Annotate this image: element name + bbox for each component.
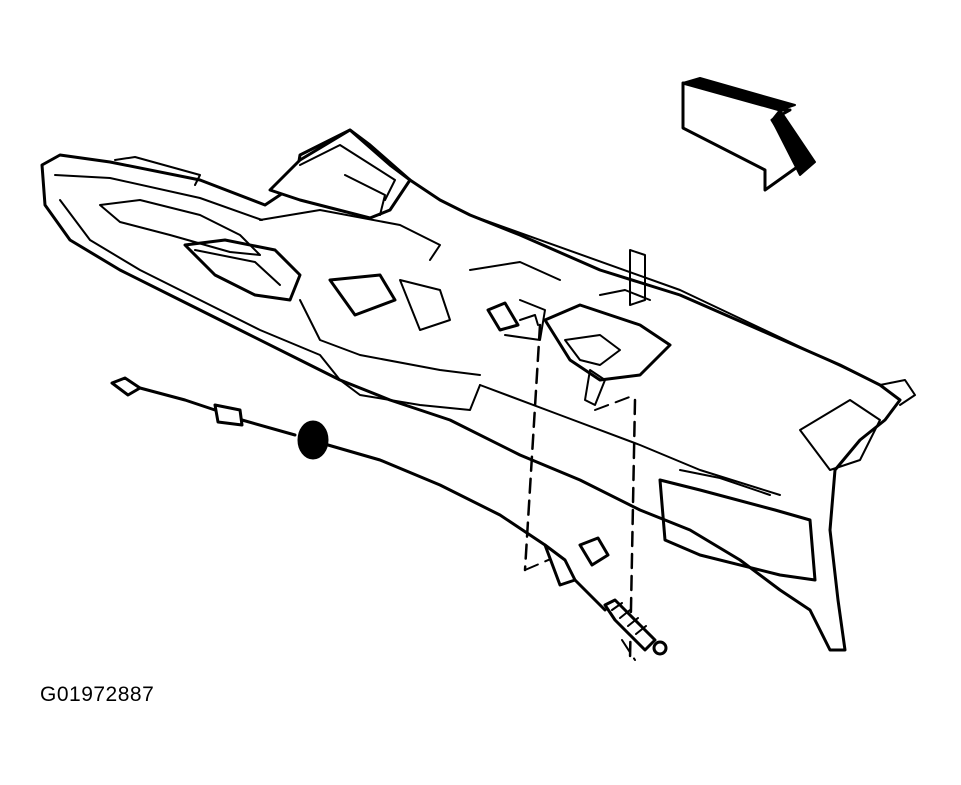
console-body: [42, 130, 915, 650]
retaining-clip: [488, 303, 608, 565]
direction-arrow: [683, 78, 815, 190]
shift-cable: [112, 378, 666, 654]
figure-code: G01972887: [40, 683, 155, 706]
